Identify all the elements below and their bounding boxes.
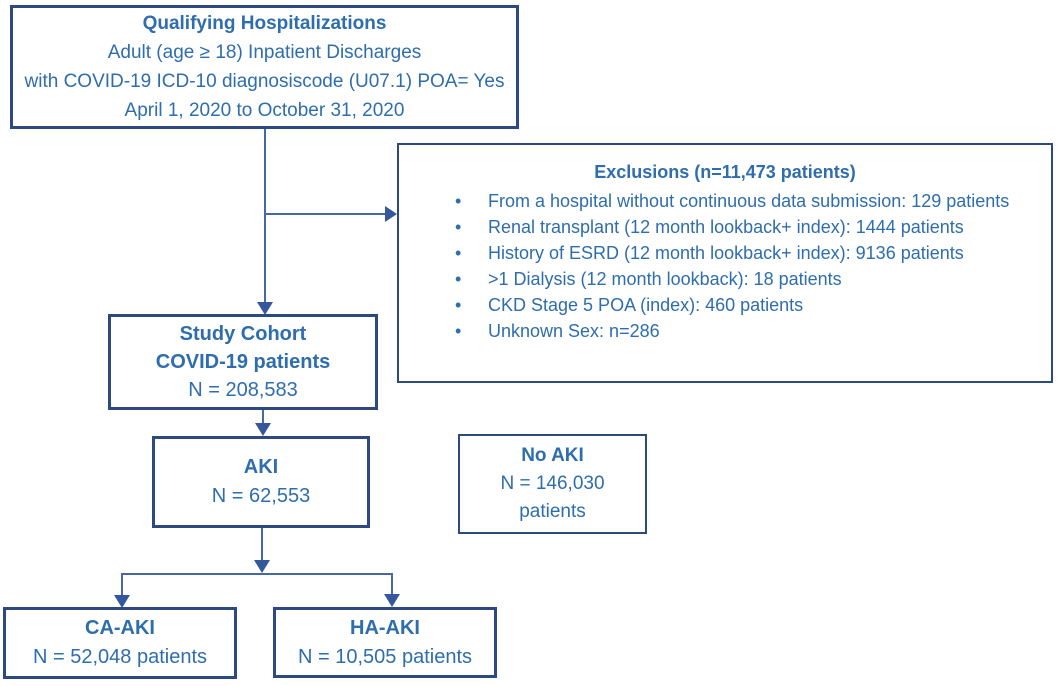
branch-bar-to-ca-ha (114, 573, 400, 608)
arrow-qualifying-to-study (257, 129, 273, 315)
exclusion-item: >1 Dialysis (12 month lookback): 18 pati… (451, 266, 1011, 292)
exclusion-item: History of ESRD (12 month lookback+ inde… (451, 240, 1011, 266)
box-no-aki: No AKI N = 146,030 patients (458, 434, 647, 534)
exclusions-list: From a hospital without continuous data … (399, 188, 1051, 344)
box-ca-aki: CA-AKI N = 52,048 patients (3, 607, 237, 679)
exclusion-item: Renal transplant (12 month lookback+ ind… (451, 214, 1011, 240)
box-qualifying-hospitalizations: Qualifying Hospitalizations Adult (age ≥… (10, 5, 519, 129)
ca-aki-n: N = 52,048 patients (32, 646, 207, 668)
no-aki-n: N = 146,030 (500, 473, 605, 494)
box-aki: AKI N = 62,553 (152, 436, 370, 528)
aki-title: AKI (243, 456, 279, 478)
exclusion-item: From a hospital without continuous data … (451, 188, 1011, 214)
exclusion-item: Unknown Sex: n=286 (451, 318, 1011, 344)
aki-n: N = 62,553 (211, 485, 311, 507)
qualifying-title: Qualifying Hospitalizations (142, 13, 387, 34)
no-aki-title: No AKI (521, 445, 584, 466)
no-aki-suffix: patients (519, 501, 586, 522)
exclusions-title: Exclusions (n=11,473 patients) (594, 162, 856, 182)
arrow-study-to-aki (255, 410, 271, 436)
ha-aki-n: N = 10,505 patients (297, 645, 472, 668)
box-ha-aki: HA-AKI N = 10,505 patients (273, 607, 497, 678)
ha-aki-title: HA-AKI (350, 616, 420, 639)
study-cohort-title: Study Cohort (179, 323, 307, 345)
exclusion-item: CKD Stage 5 POA (index): 460 patients (451, 292, 1011, 318)
study-cohort-subtitle: COVID-19 patients (155, 351, 331, 373)
ca-aki-title: CA-AKI (85, 617, 155, 639)
study-cohort-n: N = 208,583 (188, 379, 298, 401)
arrow-branch-to-exclusions (264, 206, 397, 222)
qualifying-line-dates: April 1, 2020 to October 31, 2020 (124, 100, 405, 121)
qualifying-line-code: with COVID-19 ICD-10 diagnosiscode (U07.… (24, 71, 505, 92)
qualifying-line-age: Adult (age ≥ 18) Inpatient Discharges (107, 42, 422, 63)
box-study-cohort: Study Cohort COVID-19 patients N = 208,5… (108, 314, 378, 410)
box-exclusions: Exclusions (n=11,473 patients) From a ho… (397, 143, 1053, 383)
arrow-aki-to-branch (254, 528, 270, 573)
